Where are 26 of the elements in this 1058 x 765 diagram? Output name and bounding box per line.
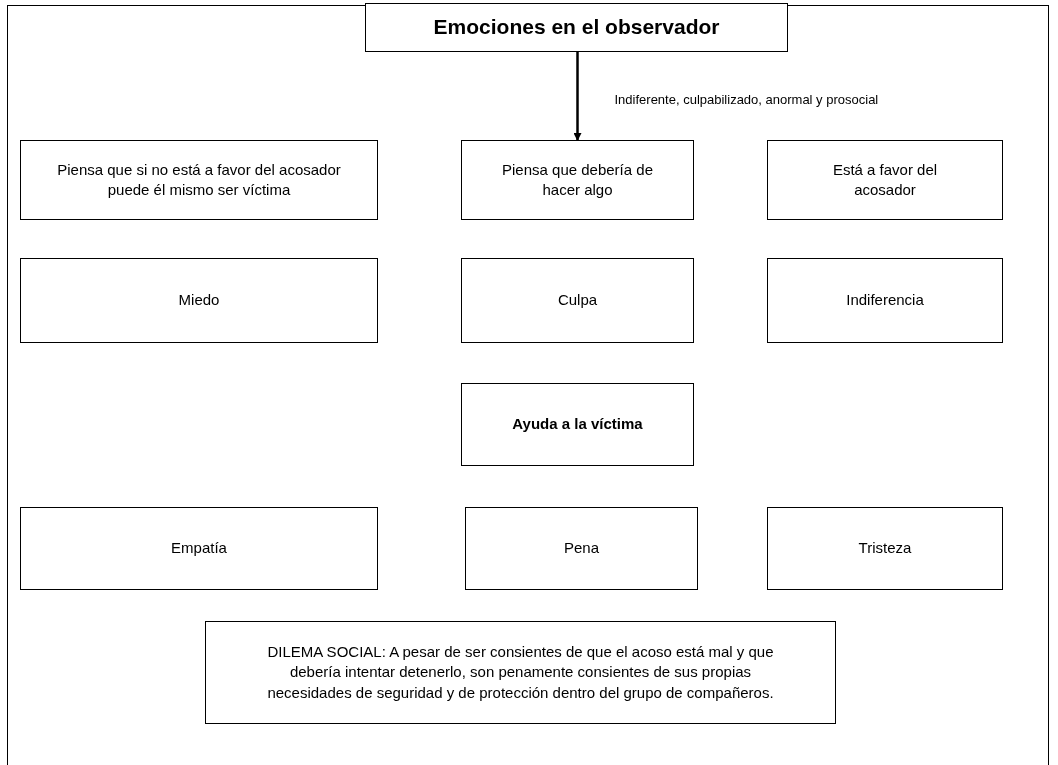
box-text: Culpa [557,290,598,311]
box-text: Está a favor del acosador [831,159,939,200]
text-box [20,507,378,590]
box-text: Miedo [178,290,220,311]
text-box [20,140,378,220]
title-text: Emociones en el observador [433,14,720,41]
box-text: Tristeza [858,538,912,559]
text-box [767,140,1003,220]
box-text: Indiferencia [846,290,924,311]
box-text: Piensa que si no está a favor del acosador puede él mismo ser víctima [56,159,342,200]
text-box [461,258,694,343]
text-box [767,507,1003,590]
box-text: Pena [563,538,599,559]
box-text: DILEMA SOCIAL: A pesar de ser consientes de que el acoso está mal y que debería intentar detenerlo, son penamente consientes de sus propias necesidades de seguridad y de protección dentro del grupo de compañeros. [266,642,775,703]
text-box [461,140,694,220]
box-text: Piensa que debería de hacer algo [501,159,654,200]
box-text: Ayuda a la víctima [512,414,643,435]
text-box [20,258,378,343]
arrow [573,52,582,141]
text-box [767,258,1003,343]
title-box [365,3,788,52]
box-text: Empatía [171,538,227,559]
text-box [461,383,694,466]
edge-label: Indiferente, culpabilizado, anormal y prosocial [614,92,879,107]
text-box [465,507,698,590]
text-box [205,621,836,724]
